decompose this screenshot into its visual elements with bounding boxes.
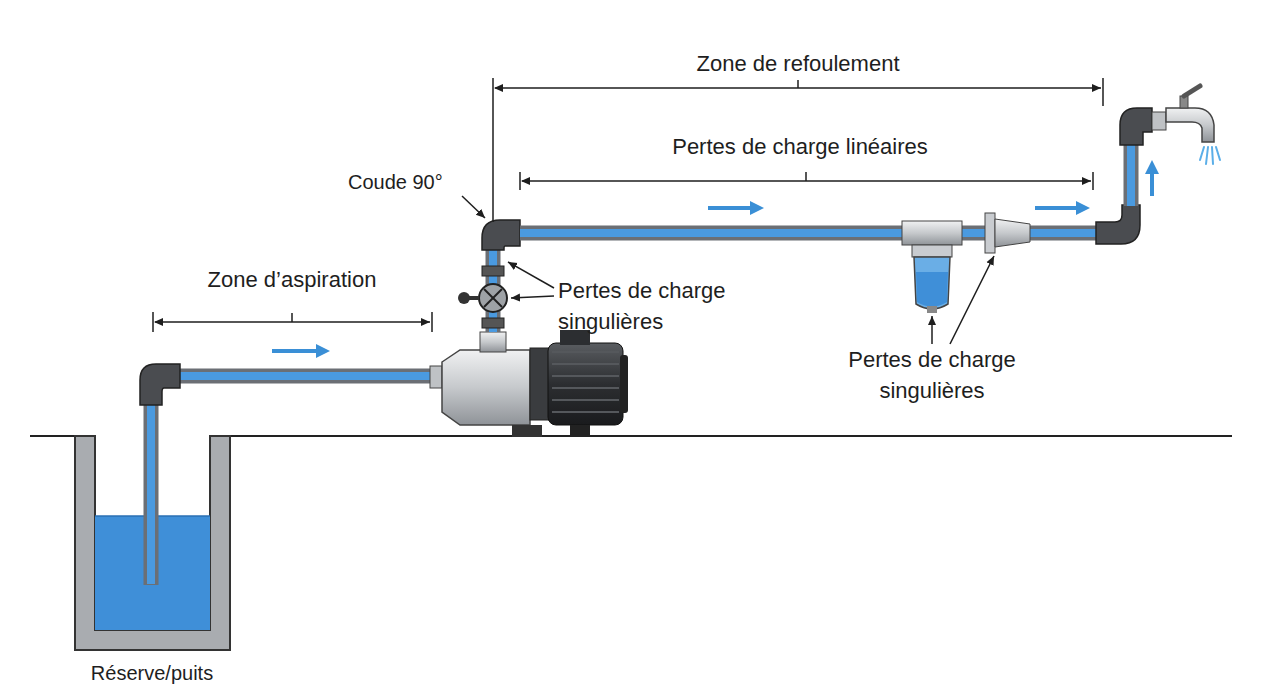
loss-label: Pertes de charge linéaires xyxy=(610,132,990,163)
discharge-pipe xyxy=(458,220,520,332)
pump xyxy=(430,330,628,437)
flow-arrow xyxy=(272,160,1159,358)
leader-line xyxy=(462,196,994,344)
loss-label: Pertes de charge singulières xyxy=(558,276,763,338)
loss-label: Pertes de charge singulières xyxy=(822,345,1042,407)
tap xyxy=(1152,86,1220,164)
suction-pipe xyxy=(140,364,438,585)
zone-label: Zone de refoulement xyxy=(618,49,978,80)
caption-label: Réserve/puits xyxy=(62,659,242,687)
callout-label: Coude 90° xyxy=(348,168,478,196)
zone-label: Zone d’aspiration xyxy=(162,265,422,296)
